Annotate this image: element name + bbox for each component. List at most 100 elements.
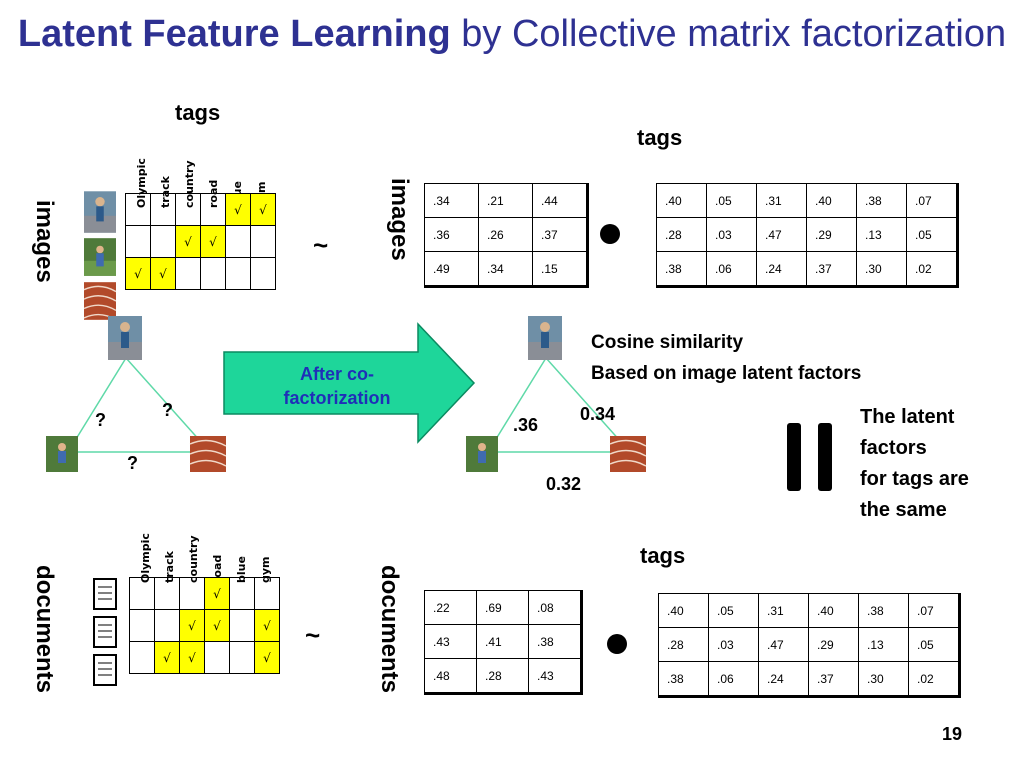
approx-symbol-top: ~: [313, 230, 329, 260]
factor-cell: .43: [424, 624, 477, 659]
image-thumbnails: [84, 190, 116, 323]
latent-note-line-1: The latent: [860, 406, 955, 428]
factor-cell: .47: [758, 627, 809, 662]
factor-row: .49.34.15: [424, 251, 589, 288]
empty-cell: [179, 577, 205, 610]
factor-cell: .21: [478, 183, 533, 218]
factor-cell: .31: [756, 183, 807, 218]
factor-cell: .05: [906, 217, 959, 252]
factor-cell: .26: [478, 217, 533, 252]
factor-cell: .41: [476, 624, 529, 659]
document-tag-matrix: √√√√√√√: [129, 577, 280, 674]
latent-factors-note: The latent factors for tags are the same: [860, 402, 969, 526]
empty-cell: [229, 609, 255, 642]
factor-row: .34.21.44: [424, 183, 589, 218]
dot-product-bottom: [607, 634, 627, 654]
factor-cell: .69: [476, 590, 529, 625]
checked-cell: √: [204, 577, 230, 610]
arrow-text: After co-factorization: [283, 364, 391, 408]
tag-column-header: Olympic: [139, 533, 152, 583]
factor-row: .48.28.43: [424, 658, 583, 695]
runner-photo-left-node-after: [466, 436, 498, 472]
cosine-line-1: Cosine similarity: [591, 332, 744, 353]
co-factorization-arrow: [223, 322, 476, 444]
factor-cell: .37: [808, 661, 859, 698]
tag-column-header: country: [187, 535, 200, 583]
factor-cell: .29: [806, 217, 857, 252]
factor-cell: .28: [658, 627, 709, 662]
unknown-left-edge: ?: [95, 410, 106, 430]
factor-cell: .28: [656, 217, 707, 252]
equals-bar-right: [818, 423, 832, 491]
track-photo-right-node-after: [609, 436, 647, 472]
factor-cell: .38: [528, 624, 583, 659]
images-label-left: images: [31, 200, 58, 283]
factor-cell: .34: [424, 183, 479, 218]
factor-cell: .22: [424, 590, 477, 625]
checked-cell: √: [254, 641, 280, 674]
empty-cell: [229, 641, 255, 674]
factor-cell: .37: [806, 251, 857, 288]
latent-note-line-3: for tags are: [860, 468, 969, 490]
track-photo: [84, 282, 116, 321]
checked-cell: √: [179, 609, 205, 642]
tag-column-header: track: [163, 551, 176, 583]
triangle-after: [466, 316, 647, 472]
runner-photo-left-node: [46, 436, 78, 472]
title-rest: by Collective matrix factorization: [450, 13, 1007, 55]
matrix-row: √: [129, 577, 280, 610]
triangle-before-edges: [66, 356, 212, 453]
factor-row: .40.05.31.40.38.07: [658, 593, 961, 628]
approx-symbol-bottom: ~: [305, 620, 321, 650]
empty-cell: [229, 577, 255, 610]
document-factor-table: .22.69.08.43.41.38.48.28.43: [424, 590, 583, 695]
factor-cell: .48: [424, 658, 477, 695]
empty-cell: [154, 609, 180, 642]
latent-note-line-2: factors: [860, 437, 927, 459]
factor-cell: .29: [808, 627, 859, 662]
latent-note-line-4: the same: [860, 499, 947, 521]
factor-cell: .34: [478, 251, 533, 288]
factor-row: .43.41.38: [424, 624, 583, 659]
empty-cell: [250, 257, 276, 290]
factor-cell: .06: [708, 661, 759, 698]
factor-row: .38.06.24.37.30.02: [656, 251, 959, 288]
runner-photo-1: [84, 191, 116, 233]
cosine-note: Cosine similarity Based on image latent …: [591, 327, 861, 389]
empty-cell: [204, 641, 230, 674]
empty-cell: [254, 577, 280, 610]
factor-cell: .38: [856, 183, 907, 218]
checked-cell: √: [154, 641, 180, 674]
factor-cell: .38: [658, 661, 709, 698]
factor-cell: .40: [658, 593, 709, 628]
checked-cell: √: [250, 193, 276, 226]
tags-label-bottom-right: tags: [640, 543, 686, 568]
factor-cell: .03: [706, 217, 757, 252]
empty-cell: [125, 193, 151, 226]
document-icons: [90, 575, 120, 694]
checked-cell: √: [200, 225, 226, 258]
image-factor-table: .34.21.44.36.26.37.49.34.15: [424, 183, 589, 288]
factor-cell: .38: [656, 251, 707, 288]
matrix-row: √√√: [129, 641, 280, 674]
empty-cell: [225, 257, 251, 290]
factor-cell: .38: [858, 593, 909, 628]
factor-cell: .40: [806, 183, 857, 218]
factor-row: .28.03.47.29.13.05: [656, 217, 959, 252]
checked-cell: √: [225, 193, 251, 226]
factor-cell: .47: [756, 217, 807, 252]
empty-cell: [150, 225, 176, 258]
empty-cell: [129, 609, 155, 642]
document-icon: [93, 578, 117, 686]
similarity-bottom-edge: 0.32: [546, 474, 582, 494]
factor-cell: .05: [908, 627, 961, 662]
checked-cell: √: [204, 609, 230, 642]
unknown-right-edge: ?: [162, 400, 173, 420]
documents-label-left: documents: [31, 565, 58, 694]
tag-column-header: blue: [235, 556, 248, 583]
similarity-right-edge: 0.34: [580, 404, 616, 424]
factor-cell: .02: [906, 251, 959, 288]
checked-cell: √: [150, 257, 176, 290]
matrix-row: √√: [125, 193, 276, 226]
